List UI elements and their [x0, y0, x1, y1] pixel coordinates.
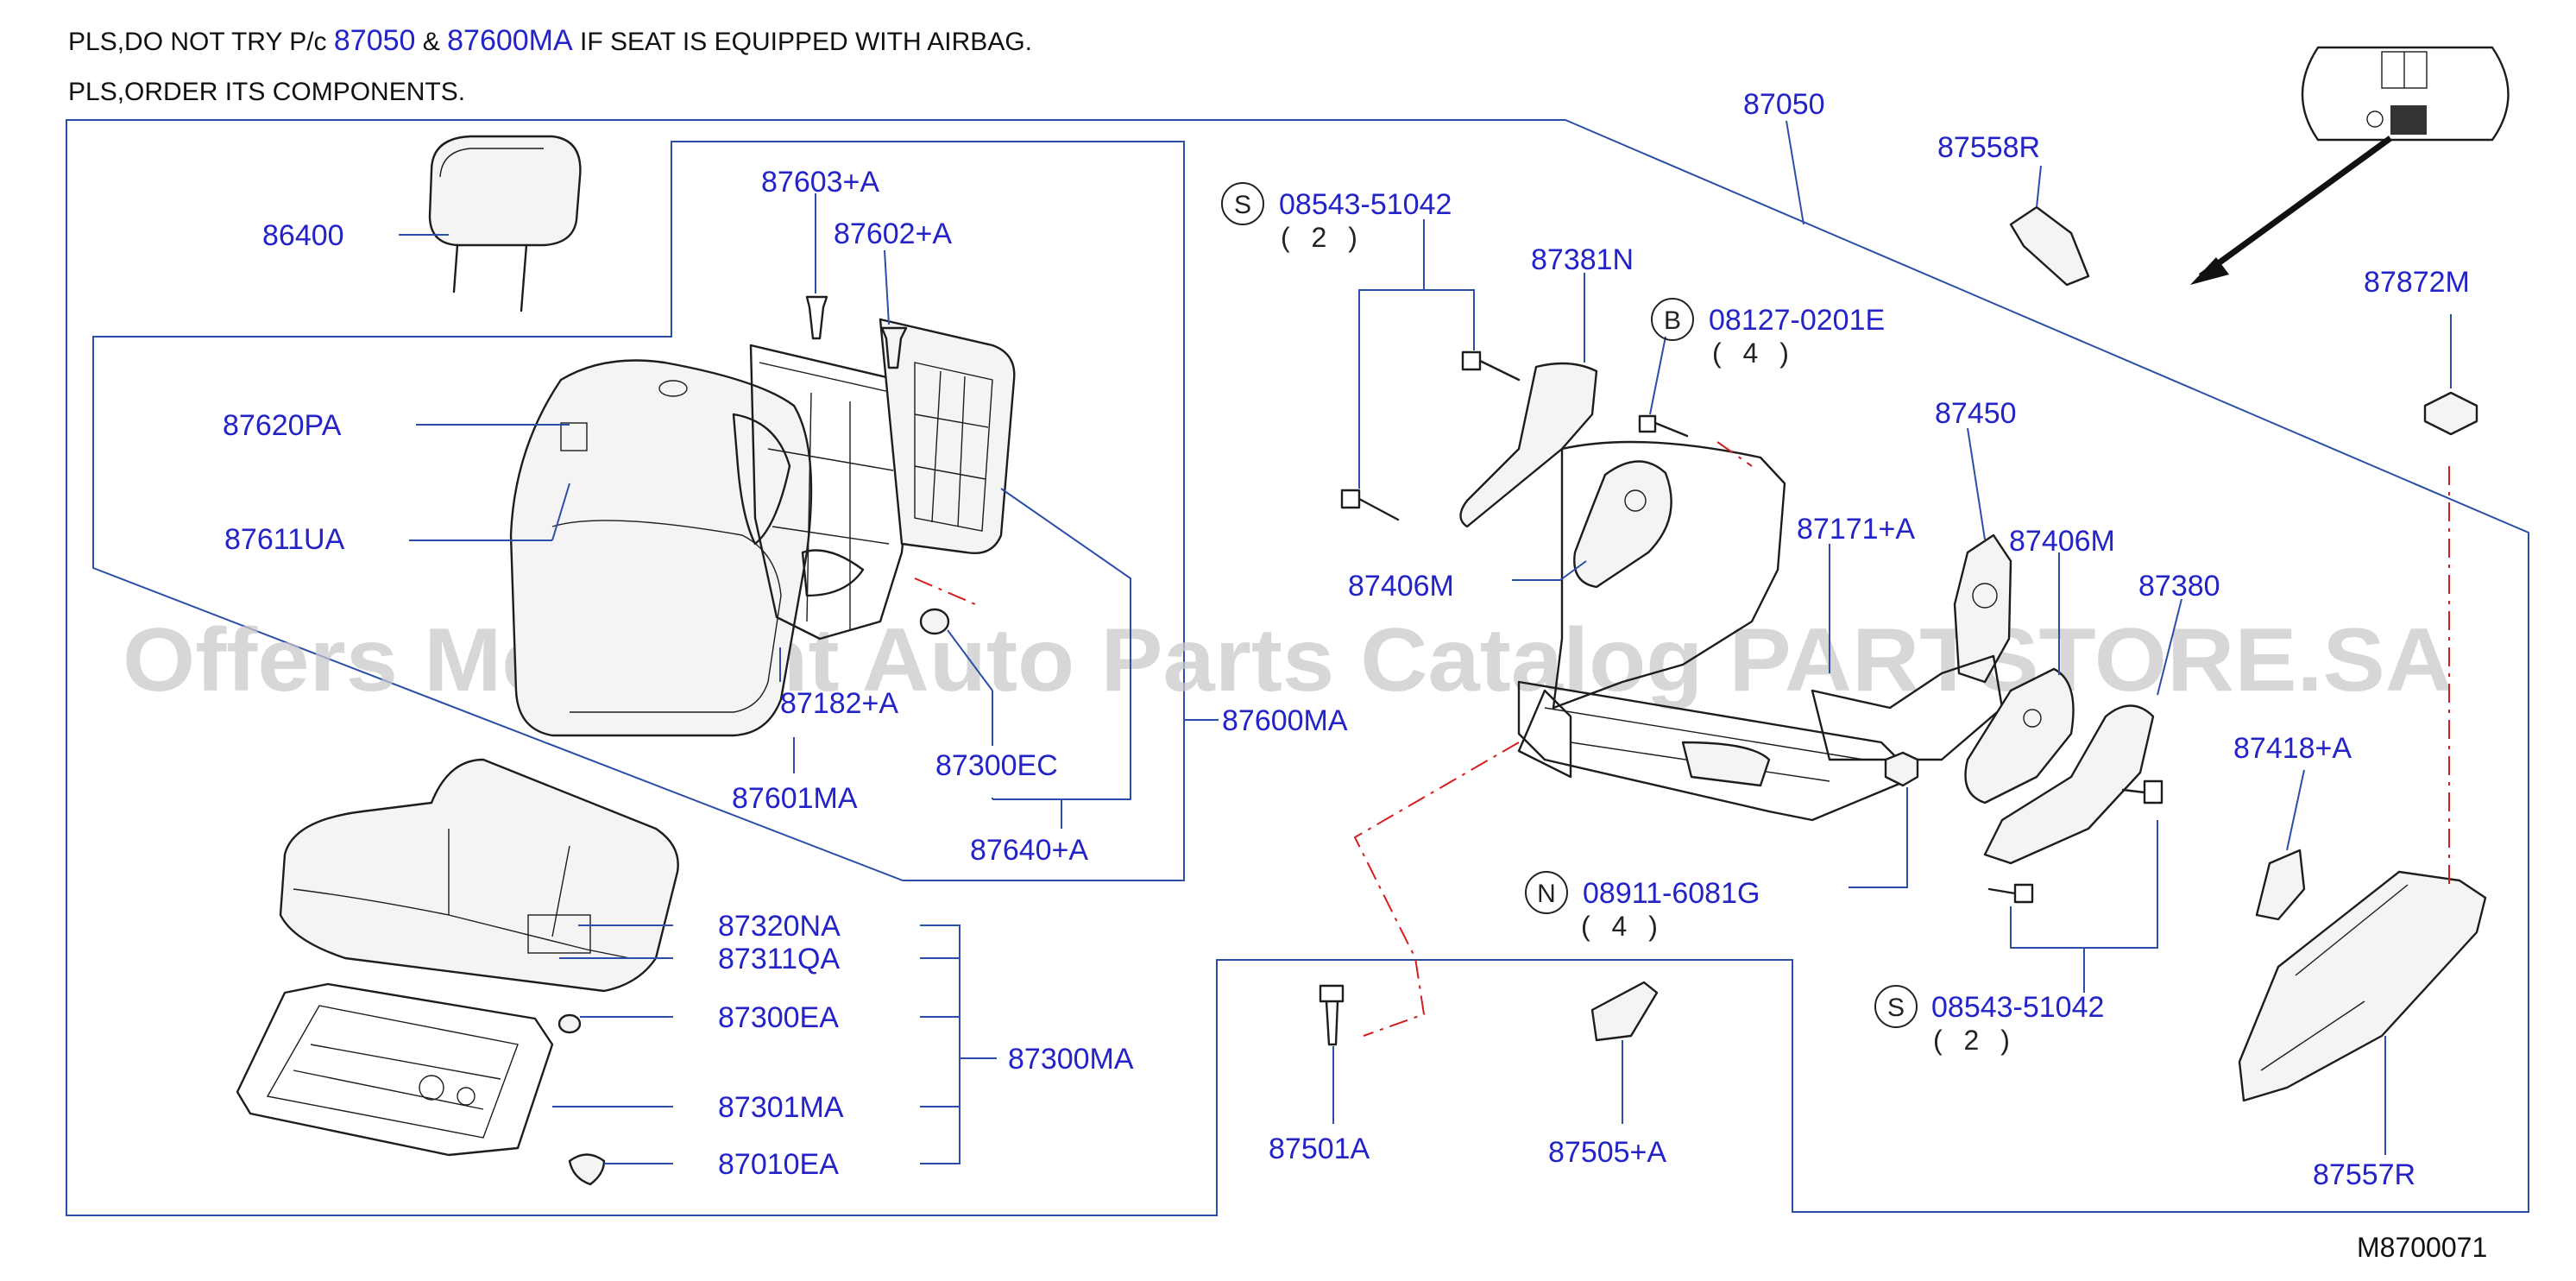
watermark: Offers Merchant Auto Parts Catalog PARTS…: [123, 610, 2453, 710]
label-87010EA[interactable]: 87010EA: [718, 1148, 839, 1181]
label-87380[interactable]: 87380: [2138, 570, 2220, 603]
label-87300MA[interactable]: 87300MA: [1008, 1043, 1134, 1076]
label-87300EC[interactable]: 87300EC: [935, 749, 1058, 782]
label-87611UA[interactable]: 87611UA: [224, 523, 345, 556]
label-87640A[interactable]: 87640+A: [970, 834, 1088, 867]
svg-text:B: B: [1664, 306, 1681, 335]
clip-87300EA-part[interactable]: [557, 1013, 582, 1034]
headrest-part[interactable]: [428, 135, 582, 312]
label-87182A[interactable]: 87182+A: [780, 687, 898, 720]
qty-08543-lower: ( 2 ): [1933, 1025, 2017, 1056]
label-87311QA[interactable]: 87311QA: [718, 943, 840, 975]
badge-s-upper: S: [1221, 182, 1264, 225]
phantom-line-bolt-b: [1716, 441, 1753, 467]
notice-text-end: IF SEAT IS EQUIPPED WITH AIRBAG.: [573, 28, 1032, 56]
label-87300EA[interactable]: 87300EA: [718, 1001, 839, 1034]
clip-87010EA-part[interactable]: [568, 1153, 606, 1186]
phantom-line-grommet: [914, 577, 976, 605]
seat-frame-87450-assembly[interactable]: [1517, 440, 2004, 822]
clip-87603-part[interactable]: [805, 295, 828, 340]
finisher-87380-part[interactable]: [1983, 704, 2155, 865]
label-87501A[interactable]: 87501A: [1269, 1133, 1370, 1165]
bolts-08127-part[interactable]: [1638, 414, 1689, 438]
seat-cushion-trim-part[interactable]: [279, 758, 679, 993]
label-08127-0201E[interactable]: 08127-0201E: [1709, 304, 1885, 337]
svg-text:S: S: [1887, 994, 1905, 1022]
svg-text:S: S: [1234, 191, 1251, 219]
label-87050[interactable]: 87050: [1743, 88, 1825, 121]
label-87505A[interactable]: 87505+A: [1548, 1136, 1666, 1169]
knob-87418A-part[interactable]: [2255, 849, 2306, 921]
seat-location-pictogram: [2190, 46, 2510, 285]
cover-87406M-right-part[interactable]: [1964, 667, 2075, 805]
label-87381N[interactable]: 87381N: [1531, 243, 1634, 276]
diagram-id: M8700071: [2357, 1232, 2487, 1263]
label-87301MA[interactable]: 87301MA: [718, 1091, 844, 1124]
label-08543-lower[interactable]: 08543-51042: [1931, 991, 2104, 1024]
label-87171A[interactable]: 87171+A: [1797, 513, 1915, 546]
badge-s-lower: S: [1874, 985, 1918, 1028]
cap-87872M-part[interactable]: [2423, 391, 2478, 436]
nut-08911-part[interactable]: [1884, 751, 1919, 787]
bolts-08543-lower-part[interactable]: [1987, 779, 2163, 904]
seat-assembly-frame: [66, 119, 2529, 1216]
grommet-87300EC-part[interactable]: [919, 608, 950, 635]
bolt-87501A-part[interactable]: [1319, 984, 1345, 1046]
bracket-87505A-part[interactable]: [1590, 981, 1659, 1042]
label-86400[interactable]: 86400: [262, 219, 344, 252]
label-87557R[interactable]: 87557R: [2313, 1158, 2415, 1191]
notice-text-start: PLS,DO NOT TRY P/c: [68, 28, 334, 56]
label-87406M-right[interactable]: 87406M: [2009, 525, 2115, 558]
label-87602A[interactable]: 87602+A: [834, 218, 952, 250]
label-87406M-left[interactable]: 87406M: [1348, 570, 1454, 603]
svg-text:N: N: [1537, 880, 1556, 908]
label-87600MA[interactable]: 87600MA: [1222, 704, 1348, 737]
label-87601MA[interactable]: 87601MA: [732, 782, 858, 815]
leader-lines: [409, 120, 2452, 1164]
bolts-08543-upper-part[interactable]: [1340, 350, 1521, 521]
notice-line-2: PLS,ORDER ITS COMPONENTS.: [68, 78, 465, 106]
label-87450[interactable]: 87450: [1935, 397, 2017, 430]
label-87320NA[interactable]: 87320NA: [718, 910, 841, 943]
label-08543-upper[interactable]: 08543-51042: [1279, 188, 1452, 221]
label-08911-6081G[interactable]: 08911-6081G: [1583, 877, 1760, 910]
label-87603A[interactable]: 87603+A: [761, 166, 879, 199]
finisher-87557R-part[interactable]: [2238, 870, 2487, 1102]
label-87418A[interactable]: 87418+A: [2233, 732, 2352, 765]
label-87872M[interactable]: 87872M: [2364, 266, 2470, 299]
bracket-87558R-part[interactable]: [2009, 205, 2090, 287]
finisher-87381N-part[interactable]: [1459, 362, 1598, 528]
badge-b: B: [1651, 298, 1694, 341]
seat-cushion-frame-part[interactable]: [236, 982, 554, 1157]
phantom-line-slide: [1353, 741, 1520, 1037]
notice-text-amp: &: [415, 28, 447, 56]
back-board-part[interactable]: [879, 318, 1016, 554]
seatback-frame: [92, 141, 1185, 881]
badge-n: N: [1525, 871, 1568, 914]
label-87620PA[interactable]: 87620PA: [223, 409, 342, 442]
notice-line-1: PLS,DO NOT TRY P/c 87050 & 87600MA IF SE…: [68, 24, 1032, 57]
qty-08127-0201E: ( 4 ): [1712, 338, 1796, 369]
seatback-trim-part[interactable]: [509, 359, 813, 737]
notice-part-87050[interactable]: 87050: [334, 24, 416, 57]
clip-87602-part[interactable]: [880, 326, 908, 369]
qty-08543-upper: ( 2 ): [1281, 222, 1364, 253]
label-87558R[interactable]: 87558R: [1937, 131, 2040, 164]
qty-08911-6081G: ( 4 ): [1581, 911, 1665, 942]
cover-87406M-left-part[interactable]: [1573, 460, 1672, 589]
reclining-device-87450-part[interactable]: [1953, 533, 2012, 684]
notice-part-87600MA[interactable]: 87600MA: [447, 24, 573, 57]
